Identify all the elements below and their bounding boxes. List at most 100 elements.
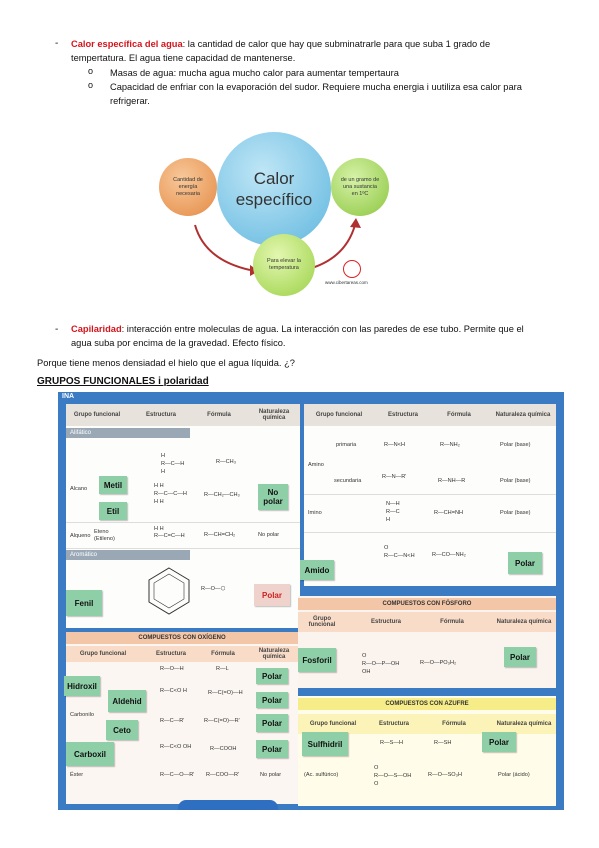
- corner-label: INA: [62, 393, 75, 400]
- header-formula: Fórmula: [207, 412, 231, 418]
- oxygen-band: COMPUESTOS CON OXÍGENO: [66, 632, 298, 644]
- formula-ch3: R—CH₃: [216, 459, 236, 465]
- cell-acsulf: (Ac. sulfúrico): [304, 772, 339, 778]
- header-estructura: Estructura: [387, 412, 418, 418]
- bottom-circle: Para elevar la temperatura: [253, 234, 315, 296]
- formula-sh: R—SH: [434, 740, 452, 746]
- cell-eteno: Eteno (Etileno): [94, 529, 115, 542]
- tag-aldehid: Aldehid: [108, 690, 146, 712]
- header-naturaleza: Naturaleza química: [495, 412, 551, 418]
- header-naturaleza: Naturaleza química: [258, 648, 290, 660]
- formula-ccoo: R—C(=O)—R': [204, 718, 240, 724]
- struct-ester: R—C—O—R': [160, 772, 195, 778]
- sulfur-band: COMPUESTOS CON AZUFRE: [298, 698, 556, 710]
- main-circle-label: Calor específico: [235, 169, 313, 209]
- row-divider: [66, 522, 300, 523]
- header-estructura: Estructura: [155, 651, 186, 657]
- tag-polar-fosforil: Polar: [504, 647, 536, 667]
- row-divider: [66, 548, 300, 549]
- header-row: Grupo funcional Estructura Fórmula Natur…: [304, 404, 556, 426]
- tag-polar-4: Polar: [256, 740, 288, 758]
- cell-polarbase-1: Polar (base): [500, 442, 531, 448]
- cell-nopolar: No polar: [258, 532, 280, 538]
- formula-so3h: R—O—SO₃H: [428, 772, 462, 778]
- cell-polaracido: Polar (ácido): [498, 772, 530, 778]
- tag-polar-amido: Polar: [508, 552, 542, 574]
- tag-polar-fenil: Polar: [254, 584, 290, 606]
- tag-sulfhidril: Sulfhidril: [302, 732, 348, 756]
- header-grupo: Grupo funcional: [79, 651, 127, 657]
- struct-amino1: R—N<H: [384, 442, 405, 448]
- tag-polar-2: Polar: [256, 692, 288, 708]
- formula-chnh: R—CH=NH: [434, 510, 464, 516]
- cell-primaria: primaria: [336, 442, 357, 448]
- sub-bullet-2b: refrigerar.: [110, 96, 150, 106]
- row-divider: [304, 532, 556, 533]
- formula-cooh: R—COOH: [210, 746, 237, 752]
- formula-nh2: R—NH₂: [440, 442, 460, 448]
- formula-ch2: R—CH=CH₂: [204, 532, 236, 538]
- header-row: Grupo funcional Estructura Fórmula Natur…: [298, 714, 556, 734]
- cell-polarbase-3: Polar (base): [500, 510, 531, 516]
- main-circle: Calor específico: [217, 132, 331, 246]
- struct-fenil: R—O—⬡: [201, 586, 226, 592]
- struct-hidroxil: R—O—H: [160, 666, 184, 672]
- struct-ceto: R—C—R': [160, 718, 185, 724]
- paragraph-capilaridad: Capilaridad: interacción entre moleculas…: [71, 322, 566, 336]
- header-estructura: Estructura: [145, 412, 176, 418]
- bullet-circle: o: [88, 66, 94, 76]
- formula-ch2ch3: R—CH₂—CH₃: [204, 492, 240, 498]
- header-estructura: Estructura: [370, 619, 401, 625]
- text-cap-2: agua suba por encima de la gravedad. Efe…: [71, 338, 286, 348]
- section-heading: GRUPOS FUNCIONALES i polaridad: [37, 376, 209, 387]
- left-circle: Cantidad de energía necesaria: [159, 158, 217, 216]
- cell-ester: Éster: [70, 772, 84, 778]
- formula-po3: R—O—PO₃H₂: [420, 660, 457, 666]
- header-formula: Fórmula: [447, 412, 471, 418]
- alqueno-label: Alqueno: [70, 533, 91, 539]
- cell-imino: Imino: [308, 510, 322, 516]
- struct-aldehid: R—C<O H: [160, 688, 187, 694]
- cell-secundaria: secundaria: [334, 478, 362, 484]
- right-circle-label: de un gramo de una sustancia en 1ºC: [340, 176, 380, 197]
- text-cap-1: : interacción entre moleculas de agua. L…: [121, 324, 524, 334]
- logo-icon: [343, 260, 361, 278]
- tag-polar-3: Polar: [256, 714, 288, 732]
- header-grupo: Grupo funcional: [309, 721, 357, 727]
- tag-polar-sulfhidril: Polar: [482, 732, 516, 752]
- calor-especifico-diagram: Calor específico Cantidad de energía nec…: [155, 130, 389, 305]
- bullet-dash: -: [55, 324, 59, 335]
- sub-bullet-2a: Capacidad de enfriar con la evaporación …: [110, 82, 522, 92]
- benzene-ring-icon: [148, 567, 190, 615]
- sub-bullet-1: Masas de agua: mucha agua mucho calor pa…: [110, 68, 399, 78]
- header-formula: Fórmula: [440, 619, 464, 625]
- tag-amido: Amido: [300, 560, 334, 580]
- struct-amino2: R—N—R': [382, 474, 407, 480]
- text-calor-2: tempertatura. El agua tiene capacidad de…: [71, 53, 296, 63]
- section-aromatico: Aromático: [66, 550, 190, 560]
- header-naturaleza: Naturaleza química: [258, 409, 290, 421]
- panel-oxygen: COMPUESTOS CON OXÍGENO Grupo funcional E…: [66, 632, 298, 804]
- paragraph-calor: Calor específica del agua: la cantidad d…: [71, 37, 566, 51]
- functional-groups-table-image: INA Grupo funcional Estructura Fórmula N…: [58, 392, 564, 810]
- formula-conh2: R—CO—NH₂: [432, 552, 466, 558]
- tag-metil: Metil: [99, 476, 127, 494]
- tag-fenil: Fenil: [66, 590, 102, 616]
- header-grupo: Grupo funcional: [308, 616, 336, 628]
- cell-polarbase-2: Polar (base): [500, 478, 531, 484]
- header-row: Grupo funcional Estructura Fórmula Natur…: [66, 646, 298, 662]
- logo-text: www.cibertareas.com: [325, 280, 368, 285]
- cell-alcano: Alcano: [70, 486, 88, 492]
- header-formula: Fórmula: [442, 721, 466, 727]
- header-formula: Fórmula: [211, 651, 235, 657]
- struct-sh: R—S—H: [380, 740, 403, 746]
- cell-nopolar-ester: No polar: [260, 772, 282, 778]
- header-grupo: Grupo funcional: [73, 412, 121, 418]
- tag-etil: Etil: [99, 502, 127, 520]
